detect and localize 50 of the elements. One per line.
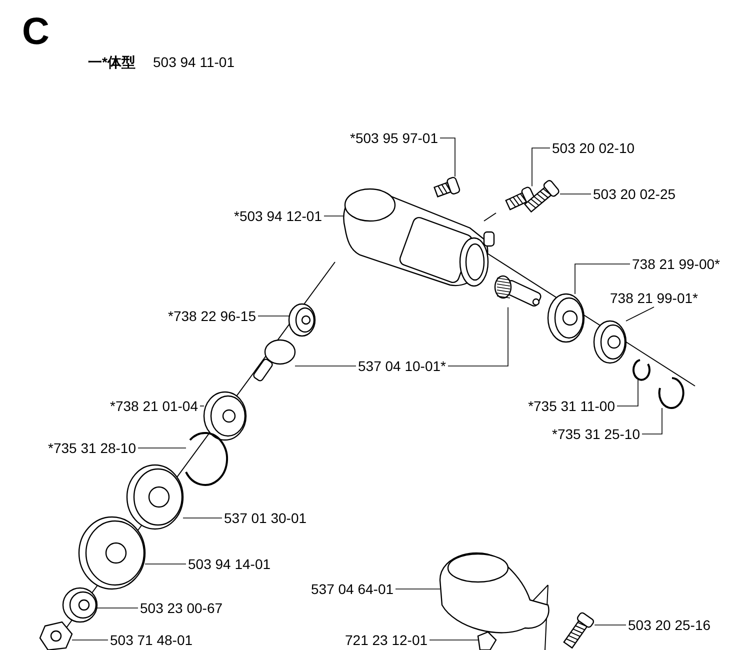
leader-line	[395, 588, 440, 590]
part-number: 537 04 10-01*	[358, 358, 446, 374]
part-number: *735 31 28-10	[48, 440, 136, 456]
leader-line	[626, 306, 654, 322]
pinion-gear	[494, 275, 543, 308]
socket-screw	[563, 611, 596, 649]
cup-washer	[126, 464, 184, 530]
screw	[524, 178, 561, 213]
leader-line	[448, 306, 508, 366]
assembly-number: 503 94 11-01	[153, 54, 234, 70]
bevel-gear	[252, 339, 296, 382]
gear-housing-drawing	[343, 188, 495, 287]
part-number: *735 31 11-00	[528, 398, 615, 414]
part-number: 537 04 64-01	[311, 581, 394, 597]
heading-note: 一*体型	[88, 54, 136, 70]
part-number: 721 23 12-01	[345, 632, 428, 648]
ball-bearing	[288, 303, 316, 337]
leader-line	[616, 379, 638, 406]
support-cup	[78, 516, 146, 590]
part-number: *735 31 25-10	[552, 426, 640, 442]
circlip	[658, 377, 684, 409]
hex-bolt	[434, 176, 461, 198]
part-number: 503 71 48-01	[110, 632, 193, 648]
section-letter: C	[22, 12, 50, 52]
part-number: 503 20 25-16	[628, 617, 711, 633]
part-number: 503 94 14-01	[188, 556, 271, 572]
hex-nut	[39, 621, 73, 650]
part-number: *503 94 12-01	[234, 208, 322, 224]
leader-line	[532, 148, 550, 187]
circlip	[632, 359, 650, 381]
part-number: 503 23 00-67	[140, 600, 223, 616]
circlip	[185, 432, 228, 486]
part-number: *738 22 96-15	[168, 308, 256, 324]
leader-line	[574, 264, 630, 294]
washer	[62, 587, 98, 623]
part-number: 738 21 99-00*	[632, 256, 720, 272]
ball-bearing	[547, 293, 585, 343]
leader-line	[440, 138, 456, 177]
leader-line	[594, 624, 626, 626]
part-number: 503 20 02-10	[552, 140, 635, 156]
part-number: 738 21 99-01*	[610, 290, 698, 306]
hex-nut	[477, 631, 497, 650]
ball-bearing	[593, 320, 627, 364]
ball-bearing	[203, 391, 247, 441]
clamp-drawing	[439, 552, 550, 634]
leader-line	[642, 408, 662, 434]
part-number: *738 21 01-04	[110, 398, 198, 414]
part-number: 537 01 30-01	[224, 510, 307, 526]
part-number: 503 20 02-25	[593, 186, 676, 202]
part-number: *503 95 97-01	[350, 130, 438, 146]
